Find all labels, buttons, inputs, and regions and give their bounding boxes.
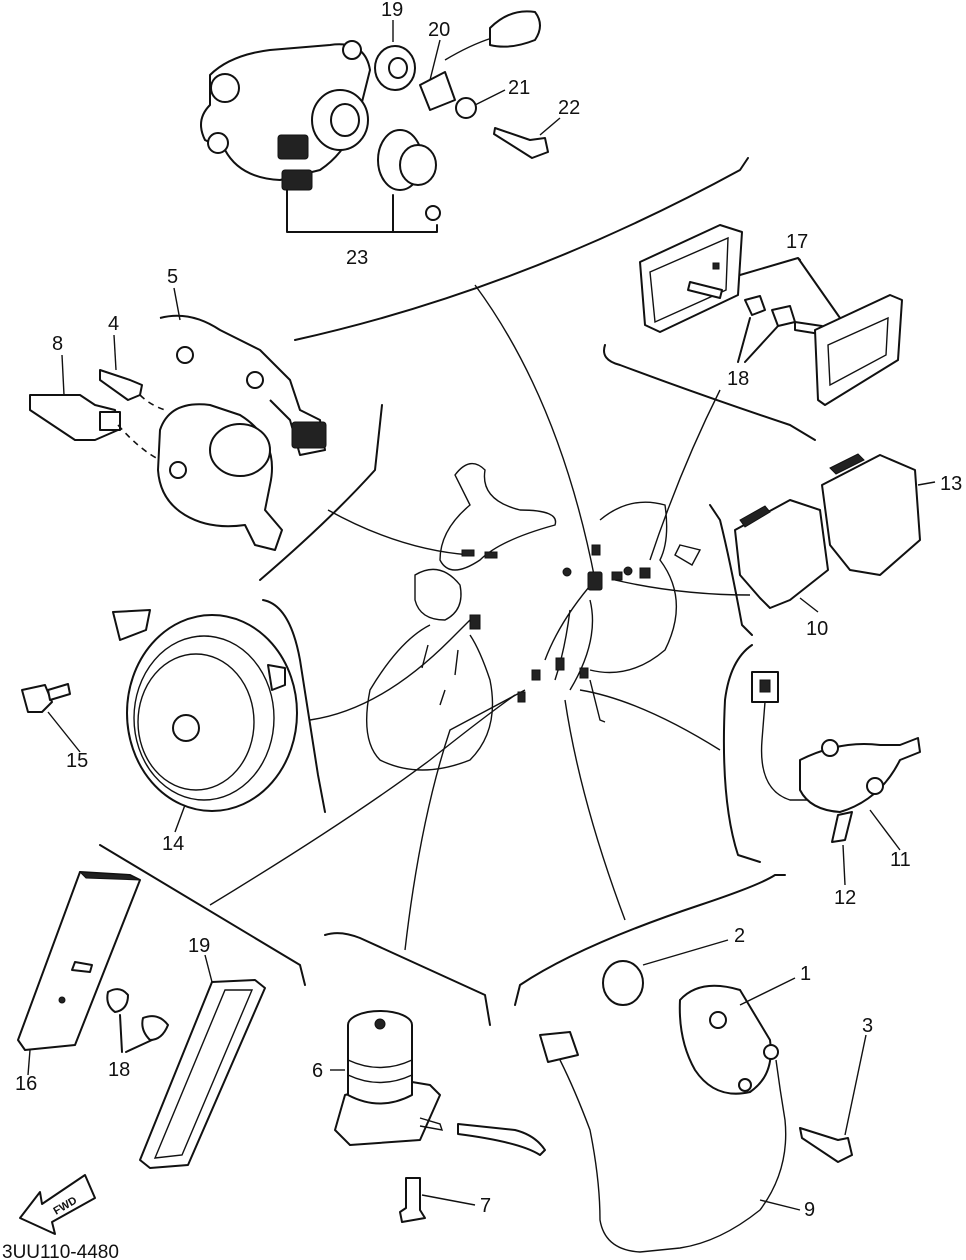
callout-15: 15 [66, 750, 88, 772]
part-group-reflectors-top [639, 224, 903, 406]
fwd-arrow-icon: FWD [19, 1174, 96, 1235]
callout-2: 2 [734, 925, 745, 947]
group-brackets [99, 157, 816, 1026]
part-code: 3UU110-4480 [2, 1242, 119, 1260]
part-group-sensor [539, 960, 853, 1253]
callout-19b: 19 [188, 935, 210, 957]
part-group-solenoid [334, 1010, 546, 1223]
callout-6: 6 [312, 1060, 323, 1082]
callout-13: 13 [940, 473, 962, 495]
callout-11: 11 [890, 849, 911, 871]
part-group-switch [751, 671, 921, 843]
callout-1: 1 [800, 963, 811, 985]
callout-23: 23 [346, 247, 368, 269]
callout-20: 20 [428, 19, 450, 41]
callout-10: 10 [806, 618, 828, 640]
part-group-thermo [29, 314, 327, 551]
part-group-top [200, 10, 549, 233]
callout-19a: 19 [381, 0, 403, 21]
part-group-horn [21, 609, 298, 812]
part-group-reflectors-bottom [17, 871, 266, 1169]
frame-silhouette [365, 462, 702, 771]
callout-9: 9 [804, 1199, 815, 1221]
callout-4: 4 [108, 313, 119, 335]
callout-17: 17 [786, 231, 808, 253]
callout-5: 5 [167, 266, 178, 288]
harness-connectors [421, 544, 651, 706]
callout-labels: 19 20 21 22 23 17 18 5 4 8 13 10 11 12 1… [15, 0, 962, 1221]
callout-16: 16 [15, 1073, 37, 1095]
callout-leaders [27, 20, 936, 1211]
callout-22: 22 [558, 97, 580, 119]
callout-14: 14 [162, 833, 184, 855]
wire-harness [209, 284, 751, 951]
part-group-relays [734, 453, 921, 609]
callout-18a: 18 [727, 368, 749, 390]
callout-18b: 18 [108, 1059, 130, 1081]
callout-8: 8 [52, 333, 63, 355]
callout-12: 12 [834, 887, 856, 909]
callout-21: 21 [508, 77, 530, 99]
callout-3: 3 [862, 1015, 873, 1037]
callout-7: 7 [480, 1195, 491, 1217]
